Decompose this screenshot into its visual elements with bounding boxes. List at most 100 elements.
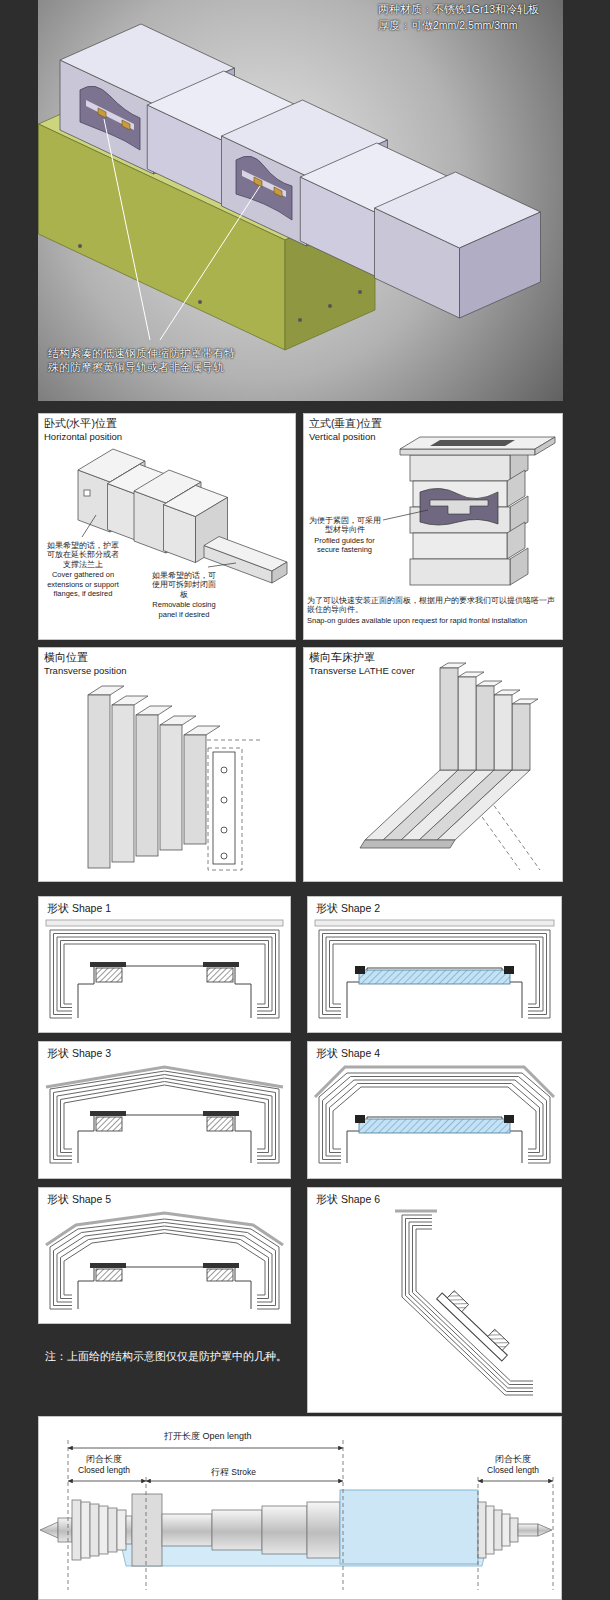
drawing-part <box>347 968 522 1018</box>
drawing-part <box>98 108 106 118</box>
drawing-part <box>88 695 110 868</box>
drawing-part <box>355 1115 365 1123</box>
drawing-part <box>410 455 510 481</box>
shape-cross-section <box>307 1041 562 1179</box>
shape-cross-section <box>38 1041 291 1179</box>
drawing-part <box>323 1077 547 1160</box>
shape-panel: 形状 Shape 1 <box>38 896 291 1033</box>
drawing-part <box>78 244 82 248</box>
drawing-part <box>272 562 287 583</box>
shape-panel: 形状 Shape 5 <box>38 1187 291 1324</box>
drawing-part <box>160 716 196 725</box>
drawing-part <box>96 1269 122 1281</box>
drawing-part <box>68 1448 343 1449</box>
drawing-part <box>61 1082 269 1153</box>
drawing-part <box>40 1490 552 1566</box>
drawing-part <box>358 290 362 294</box>
drawing-part <box>538 1524 552 1536</box>
drawing-part <box>400 437 555 449</box>
panel-heading: 立式(垂直)位置 <box>309 417 382 430</box>
drawing-part <box>57 1226 272 1302</box>
drawing-part <box>58 1518 72 1542</box>
drawing-part <box>512 704 530 770</box>
drawing-part <box>84 490 90 496</box>
drawing-part <box>460 212 541 318</box>
drawing-part <box>78 966 251 1018</box>
drawing-part <box>204 537 287 572</box>
drawing-part <box>213 752 235 864</box>
drawing-part <box>430 440 515 446</box>
shape-heading: 形状 Shape 6 <box>316 1193 380 1206</box>
drawing-part <box>57 937 272 1011</box>
drawing-part <box>61 1230 269 1299</box>
drawing-part <box>262 1506 307 1554</box>
drawing-part <box>315 1067 554 1097</box>
callout-text: 为便于紧固，可采用型材导向件 <box>307 516 382 535</box>
drawing-part <box>146 1481 343 1482</box>
drawing-part <box>307 1502 340 1558</box>
drawing-part <box>112 696 148 705</box>
drawing-part <box>319 1073 550 1163</box>
drawing-part <box>440 668 458 770</box>
drawing-part <box>136 706 172 715</box>
drawing-part <box>54 1075 276 1160</box>
shape-panel: 形状 Shape 6 <box>307 1187 562 1413</box>
drawing-part <box>355 966 365 974</box>
callout-text: Removable closing panel if desired <box>149 600 219 619</box>
drawing-part <box>502 1514 510 1546</box>
drawing-part <box>476 681 502 686</box>
drawing-part <box>38 896 291 1033</box>
machine-panel: 两种材质：不锈铁1Gr13和冷轧板厚度：可做2mm/2.5mm/3mm结构紧凑的… <box>38 0 563 401</box>
drawing-part <box>50 1219 279 1309</box>
drawing-part <box>54 1223 276 1306</box>
drawing-part <box>86 100 134 130</box>
drawing-part <box>458 672 484 677</box>
drawing-part <box>333 1087 536 1149</box>
stroke-dimension-illustration <box>38 1416 562 1600</box>
drawing-part <box>437 1286 515 1361</box>
drawing-part <box>207 1117 233 1131</box>
drawing-part <box>112 705 134 862</box>
drawing-part <box>413 1226 534 1385</box>
drawing-part <box>553 1477 554 1590</box>
shape-panel: 形状 Shape 3 <box>38 1041 291 1179</box>
drawing-part <box>488 1329 509 1350</box>
drawing-part <box>476 686 494 770</box>
drawing-part <box>494 695 512 770</box>
panel-subheading: Vertical position <box>309 431 376 443</box>
drawing-part <box>330 1084 540 1153</box>
shape-panel: 形状 Shape 2 <box>307 896 562 1033</box>
view-panel: 横向车床护罩Transverse LATHE cover <box>303 647 563 882</box>
machine-illustration <box>38 0 563 401</box>
drawing-part <box>360 663 538 848</box>
drawing-part <box>340 1490 478 1564</box>
drawing-part <box>298 318 302 322</box>
drawing-part <box>410 559 510 585</box>
drawing-part <box>96 1117 122 1131</box>
horizontal-cover-illustration <box>38 413 296 640</box>
drawing-part <box>303 647 563 882</box>
dimension-panel: 打开长度 Open length闭合长度 Closed length行程 Str… <box>38 1416 562 1600</box>
drawing-part <box>458 677 476 770</box>
drawing-part <box>57 1078 272 1156</box>
drawing-part <box>203 1263 239 1268</box>
drawing-part <box>504 966 514 974</box>
drawing-part <box>90 962 126 967</box>
drawing-part <box>208 748 242 870</box>
drawing-part <box>90 1111 126 1116</box>
drawing-part <box>303 413 563 640</box>
drawing-part <box>81 1502 90 1558</box>
callout-text: Cover gathered on extensions or support … <box>45 570 121 598</box>
drawing-part <box>90 1504 99 1556</box>
drawing-part <box>88 686 124 695</box>
drawing-part <box>437 1293 508 1361</box>
drawing-part <box>160 186 260 340</box>
callout-text: 结构紧凑的低速钢质伸缩防护罩带有特殊的防摩擦黄铜导轨或者非金属导轨 <box>48 347 240 375</box>
transverse-cover-illustration <box>38 647 296 882</box>
drawing-part <box>108 1508 117 1552</box>
drawing-part <box>68 1440 69 1590</box>
drawing-part <box>212 1510 262 1550</box>
drawing-part <box>242 170 286 197</box>
dimension-label: 闭合长度 Closed length <box>73 1454 135 1475</box>
view-panel: 卧式(水平)位置Horizontal position如果希望的话，护罩可放在延… <box>38 413 296 640</box>
